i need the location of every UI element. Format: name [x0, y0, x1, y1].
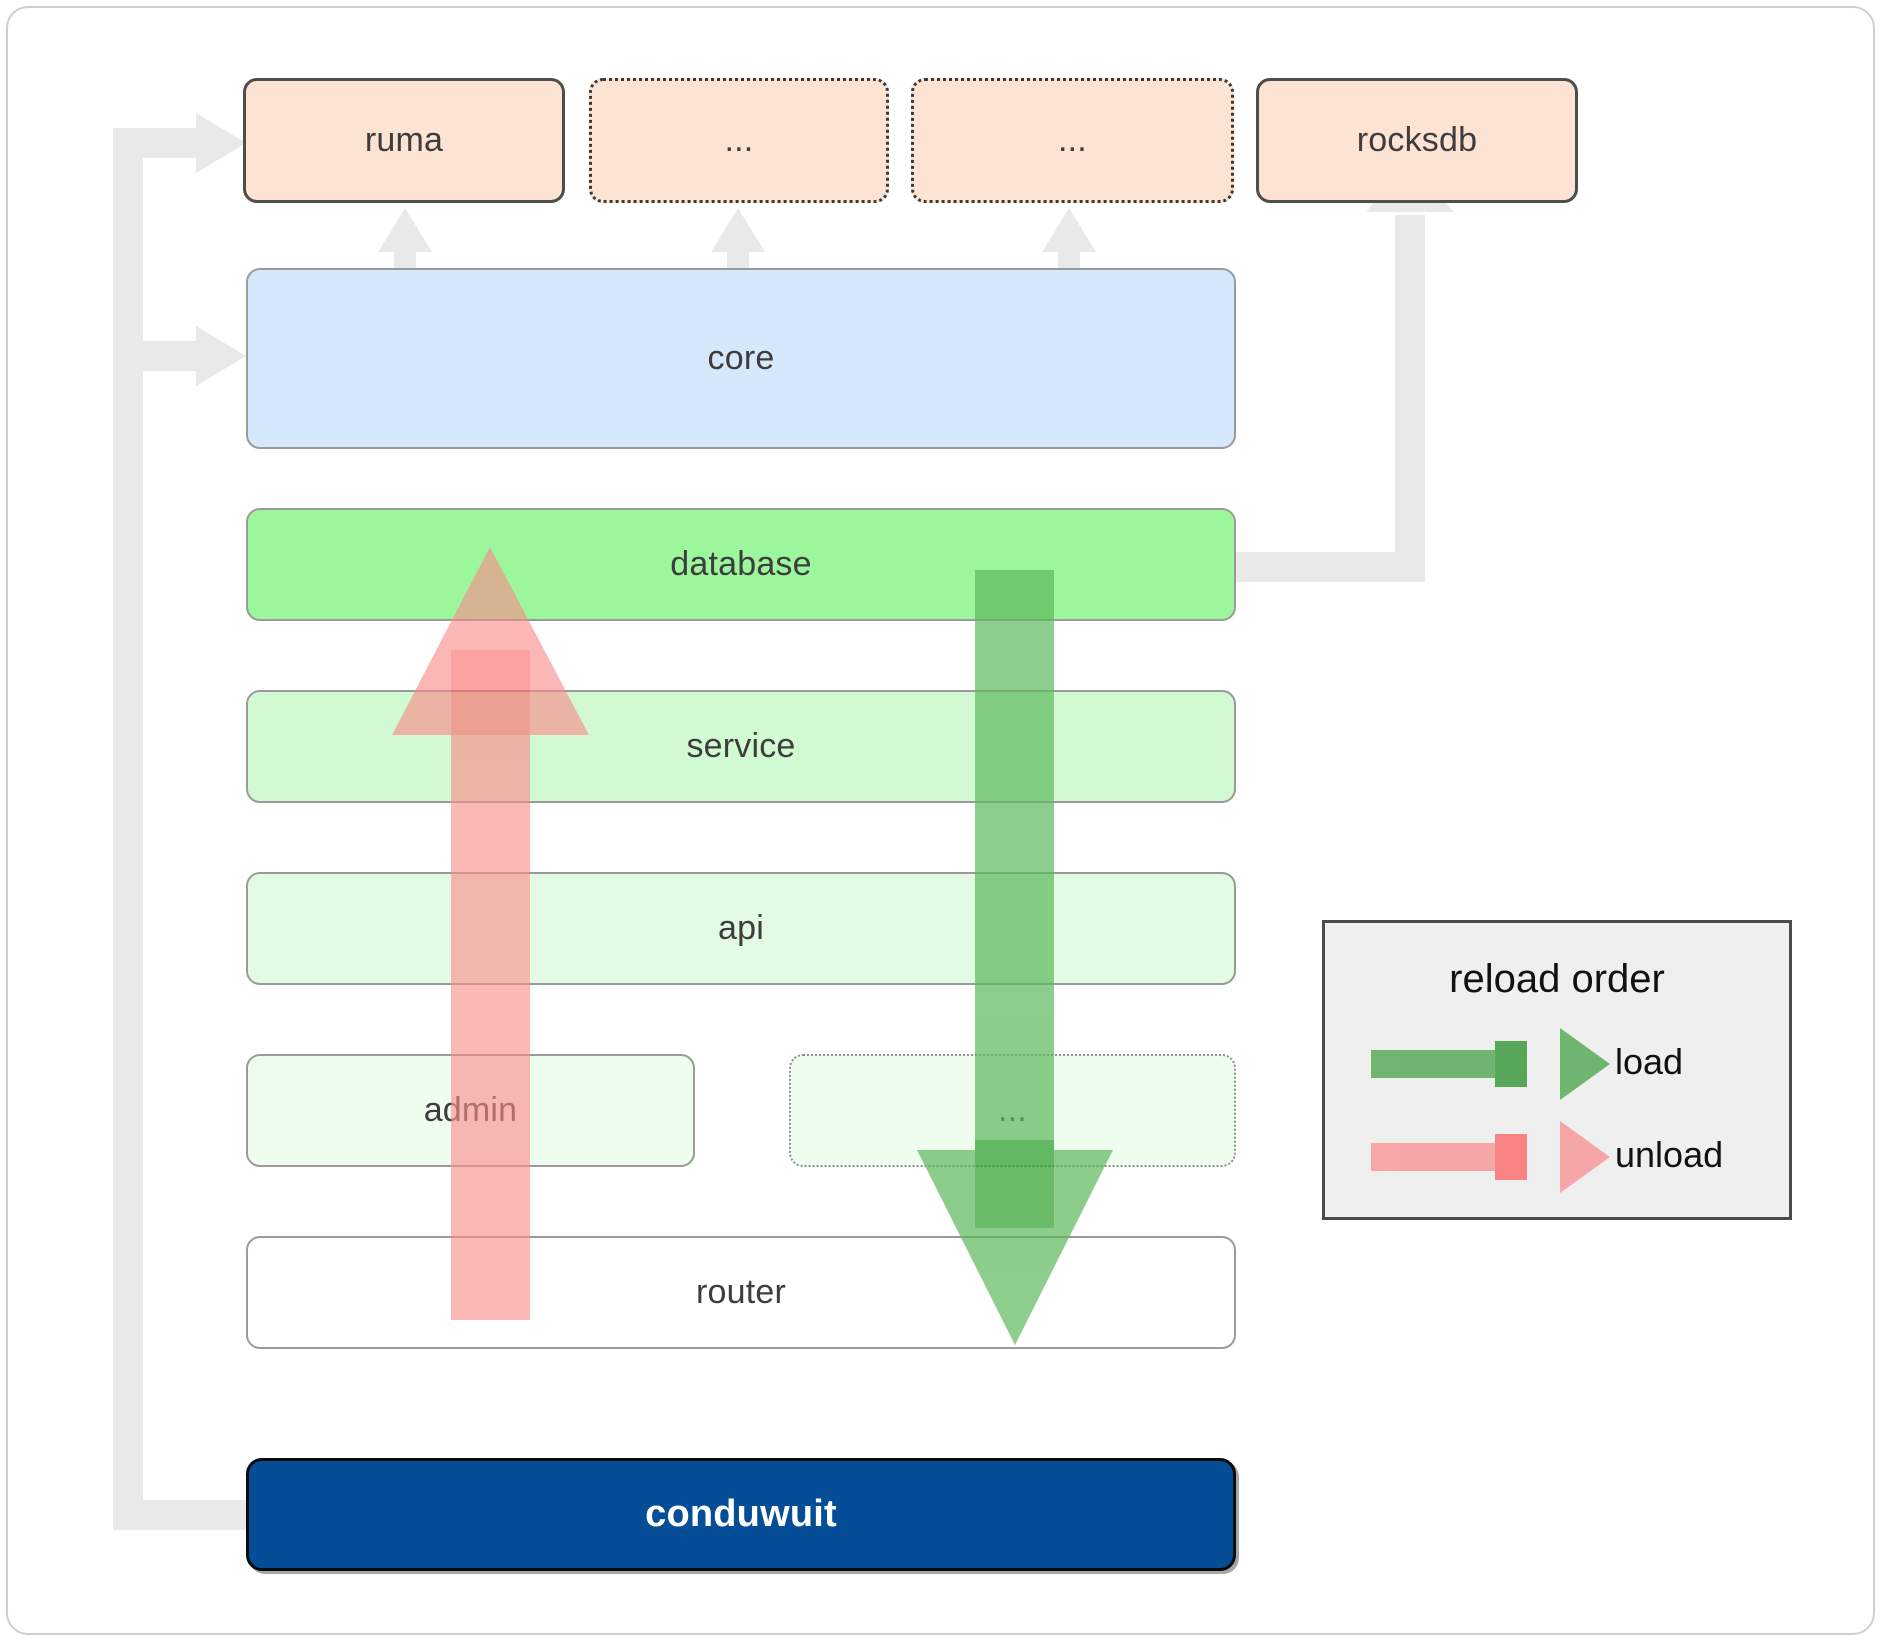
- legend-arrow-graphics: [1371, 1028, 1610, 1193]
- legend-unload-arrow-icon: [1371, 1121, 1610, 1193]
- dependency-label: rocksdb: [1356, 121, 1478, 159]
- layer-box-service[interactable]: service: [246, 690, 1236, 803]
- layer-label: api: [718, 909, 764, 947]
- layer-box-core[interactable]: core: [246, 268, 1236, 449]
- layer-label: ...: [998, 1091, 1027, 1129]
- dependency-label: ...: [1058, 121, 1087, 159]
- layer-box-database[interactable]: database: [246, 508, 1236, 621]
- layer-label: router: [695, 1273, 787, 1311]
- layer-label: database: [670, 545, 812, 583]
- layer-box-api[interactable]: api: [246, 872, 1236, 985]
- root-node-label: conduwuit: [645, 1493, 837, 1535]
- diagram-frame: [6, 6, 1875, 1635]
- layer-label: core: [707, 339, 775, 377]
- layer-label: service: [686, 727, 796, 765]
- layer-box-placeholder[interactable]: ...: [789, 1054, 1236, 1167]
- dependency-box-ruma[interactable]: ruma: [243, 78, 565, 203]
- legend-load-arrow-icon: [1371, 1028, 1610, 1100]
- dependency-box-rocksdb[interactable]: rocksdb: [1256, 78, 1578, 203]
- legend-label-load: load: [1615, 1041, 1684, 1082]
- layer-label: admin: [423, 1091, 518, 1129]
- legend-label-unload: unload: [1615, 1134, 1724, 1175]
- dependency-box-placeholder-2[interactable]: ...: [911, 78, 1234, 203]
- dependency-box-placeholder-1[interactable]: ...: [589, 78, 889, 203]
- dependency-label: ruma: [364, 121, 444, 159]
- root-node-conduwuit[interactable]: conduwuit: [246, 1458, 1236, 1571]
- layer-box-admin[interactable]: admin: [246, 1054, 695, 1167]
- layer-box-router[interactable]: router: [246, 1236, 1236, 1349]
- legend-title: reload order: [1449, 957, 1665, 1001]
- dependency-label: ...: [724, 121, 754, 159]
- legend-panel: reload order load unload: [1322, 920, 1792, 1220]
